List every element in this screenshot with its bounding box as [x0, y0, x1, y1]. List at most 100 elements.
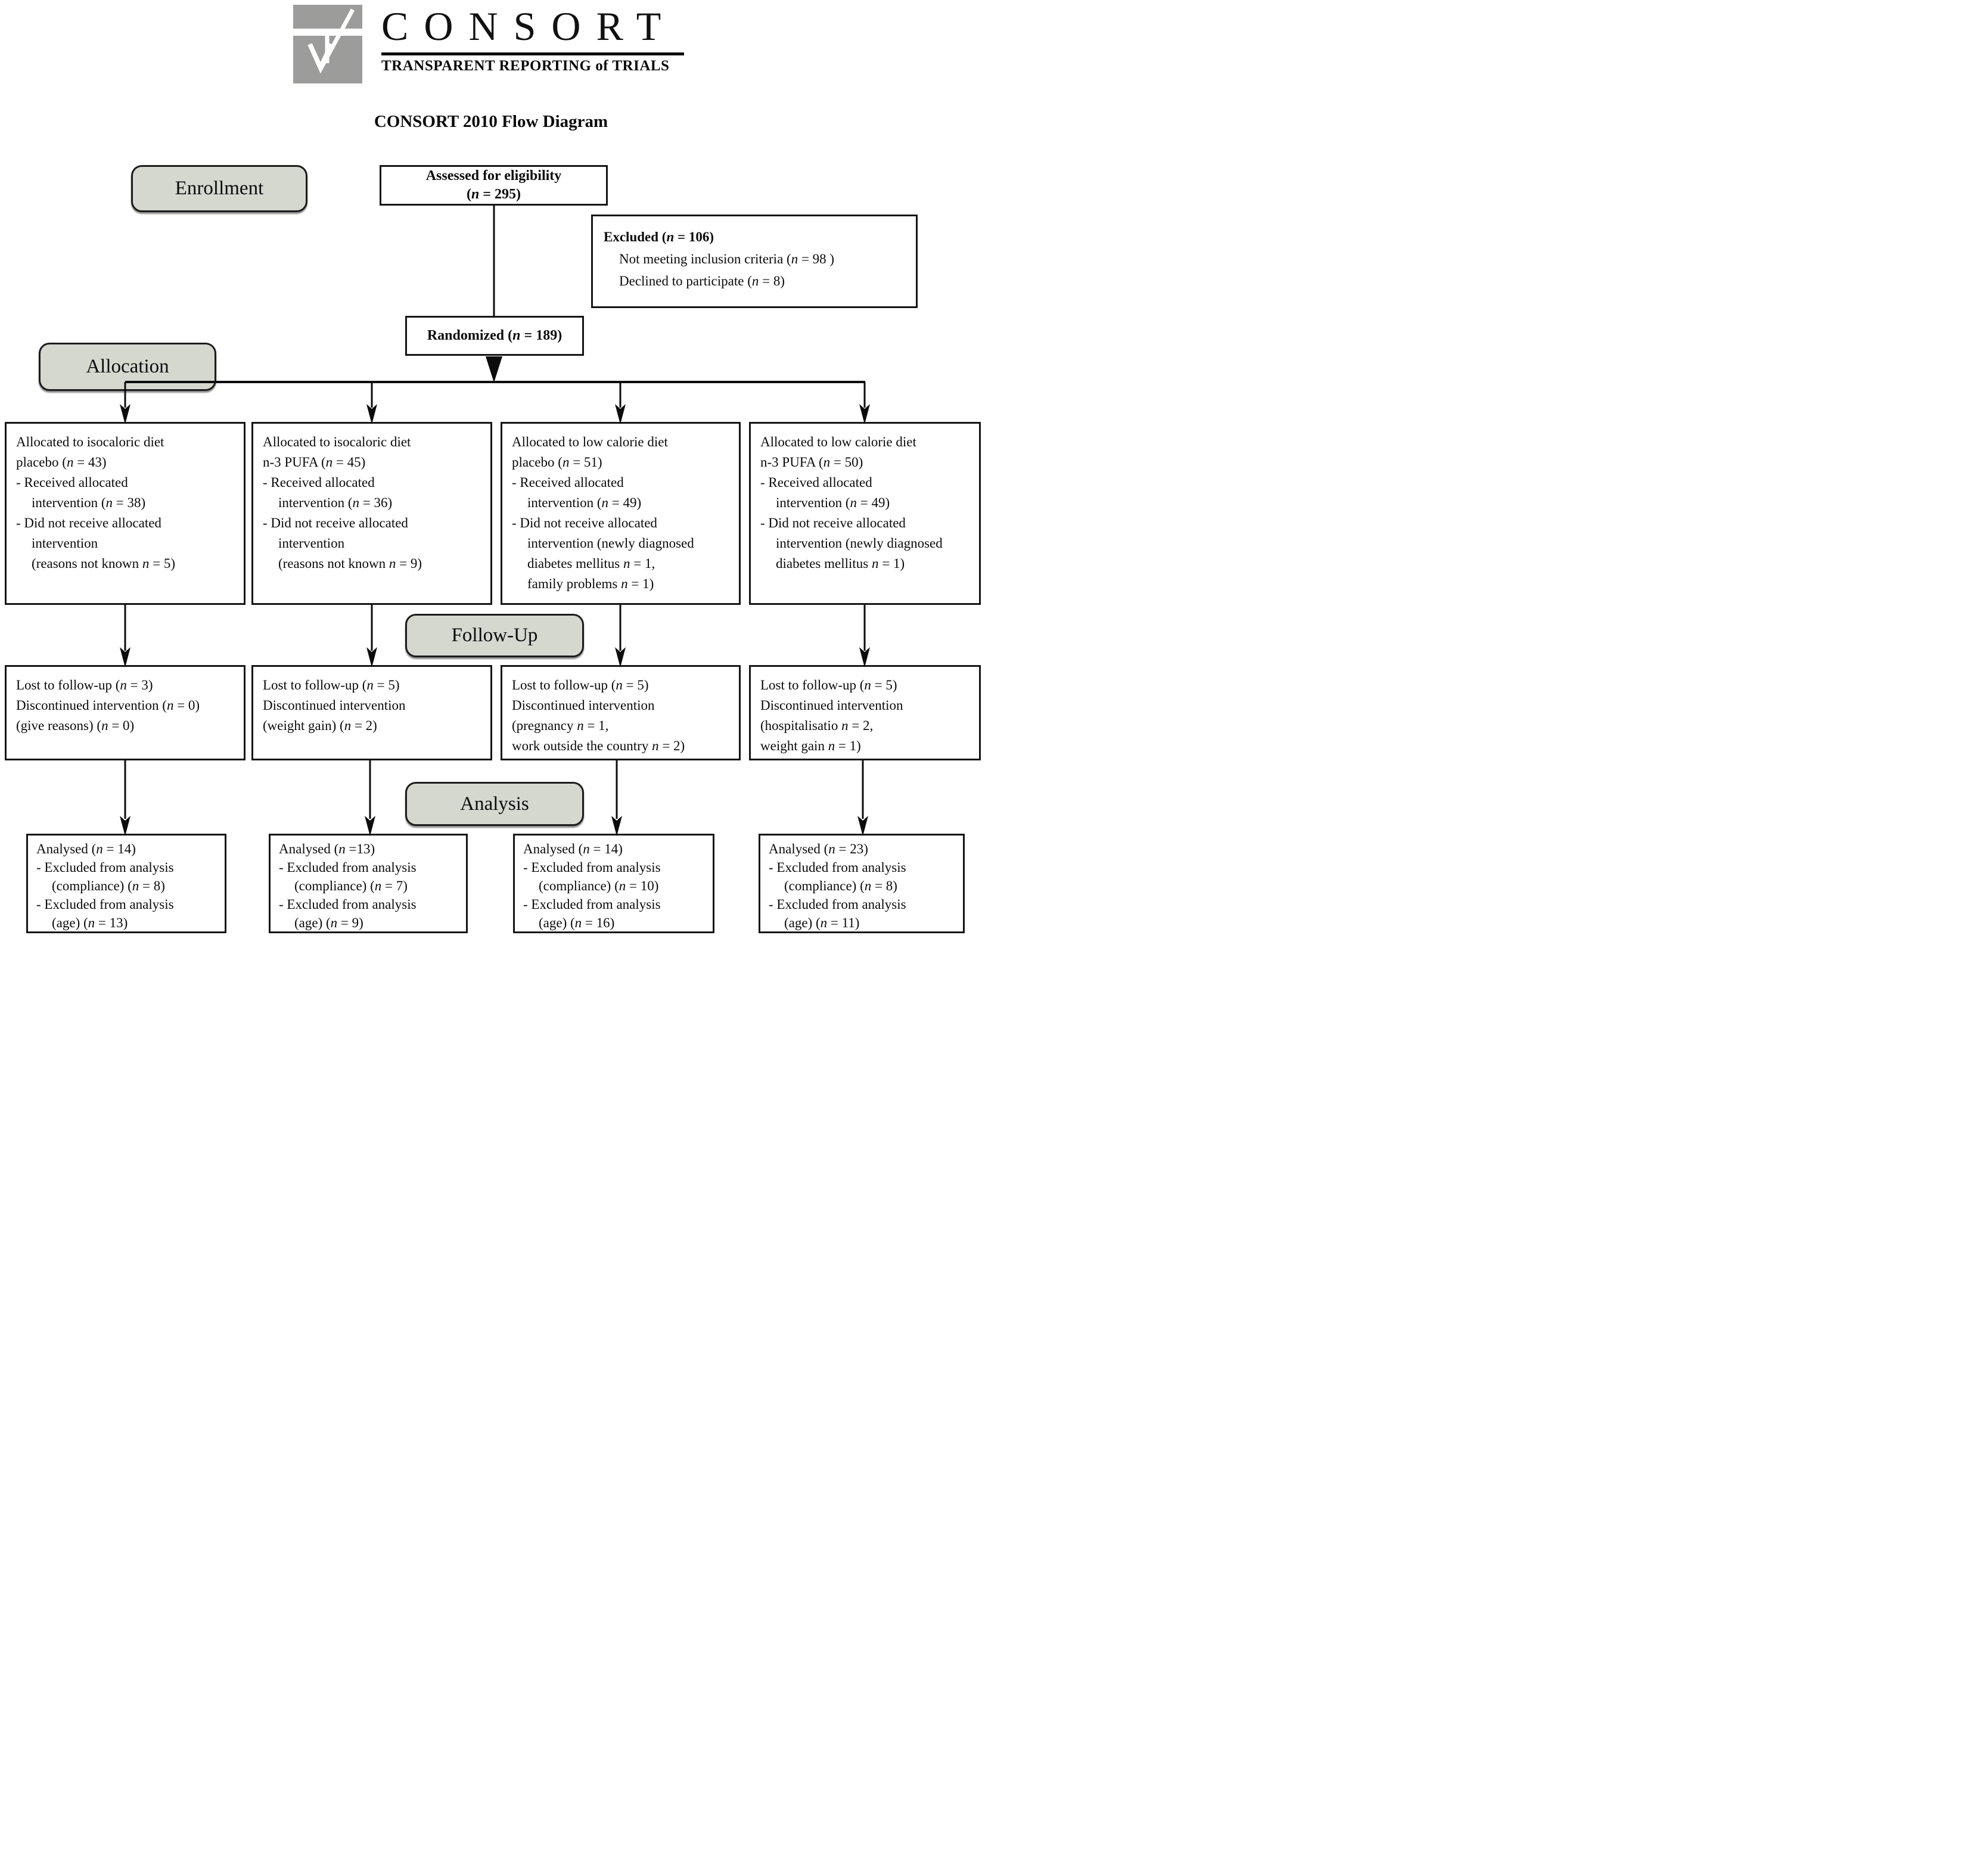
box-text-line: Lost to follow-up (n = 5): [512, 678, 649, 692]
box-text-line: intervention (n = 49): [527, 495, 642, 510]
box-text-line: intervention (n = 36): [278, 495, 393, 510]
box-followup-4: Lost to follow-up (n = 5) Discontinued in…: [749, 665, 981, 760]
box-text-line: Discontinued intervention: [512, 698, 655, 713]
box-text-line: - Excluded from analysis: [36, 860, 174, 875]
arrow-down-icon: [611, 816, 622, 836]
box-text-line: (age) (n = 16): [539, 915, 615, 930]
box-allocation-lowcal-pufa: Allocated to low calorie diet n-3 PUFA (n…: [749, 422, 981, 605]
box-text-line: Discontinued intervention: [760, 698, 903, 713]
assessed-line2: (n = 295): [466, 187, 521, 202]
consort-flow-diagram: CONSORT TRANSPARENT REPORTING of TRIALS …: [0, 0, 982, 938]
box-text-line: - Did not receive allocated: [512, 515, 657, 530]
box-followup-3: Lost to follow-up (n = 5) Discontinued in…: [501, 665, 741, 760]
box-text-line: - Received allocated: [263, 475, 375, 490]
box-text-line: - Excluded from analysis: [279, 897, 417, 912]
excluded-items: Not meeting inclusion criteria (n = 98 )…: [604, 248, 908, 292]
box-analysis-1: Analysed (n = 14) - Excluded from analysi…: [26, 834, 226, 933]
box-text-line: (pregnancy n = 1,: [512, 718, 609, 733]
box-text-line: n-3 PUFA (n = 50): [760, 455, 863, 470]
box-text-line: - Excluded from analysis: [769, 860, 906, 875]
box-text-line: Allocated to low calorie diet: [760, 434, 916, 449]
branch-line: [125, 381, 865, 383]
arrow-down-icon: [365, 816, 375, 836]
arrow-down-icon: [120, 816, 130, 836]
box-text-line: (compliance) (n = 8): [52, 878, 165, 893]
box-text-line: (age) (n = 9): [294, 915, 363, 930]
box-excluded: Excluded (n = 106) Not meeting inclusion…: [591, 215, 918, 308]
box-text-line: work outside the country n = 2): [512, 738, 685, 753]
arrow-down-icon: [120, 404, 130, 424]
phase-label-followup: Follow-Up: [405, 614, 584, 657]
box-text-line: (reasons not known n = 5): [32, 556, 176, 571]
box-text-line: - Received allocated: [16, 475, 128, 490]
box-analysis-2: Analysed (n =13) - Excluded from analysis…: [269, 834, 468, 933]
box-text-line: Analysed (n = 14): [523, 841, 623, 856]
box-text-line: - Excluded from analysis: [769, 897, 906, 912]
box-text-line: Lost to follow-up (n = 5): [263, 678, 400, 692]
consort-wordmark: CONSORT: [381, 3, 677, 49]
box-text-line: Analysed (n =13): [279, 841, 375, 856]
arrow-down-icon: [120, 647, 130, 667]
phase-label-enrollment: Enrollment: [131, 165, 307, 212]
box-text-line: (weight gain) (n = 2): [263, 718, 377, 733]
box-analysis-4: Analysed (n = 23) - Excluded from analysi…: [759, 834, 965, 933]
consort-logo-icon: [293, 5, 362, 83]
box-text-line: Not meeting inclusion criteria (n = 98 ): [619, 251, 835, 266]
box-randomized: Randomized (n = 189): [405, 316, 584, 356]
excluded-title: Excluded (n = 106): [604, 229, 714, 244]
box-text-line: n-3 PUFA (n = 45): [263, 455, 366, 470]
box-text-line: placebo (n = 43): [16, 455, 107, 470]
box-text-line: - Excluded from analysis: [523, 860, 661, 875]
arrow-down-icon: [615, 647, 626, 667]
arrow-down-icon: [615, 404, 626, 424]
arrow-down-icon: [366, 404, 377, 424]
box-text-line: (age) (n = 13): [52, 915, 128, 930]
box-text-line: Declined to participate (n = 8): [619, 274, 785, 288]
box-text-line: (compliance) (n = 10): [539, 878, 659, 893]
box-text-line: Discontinued intervention: [263, 698, 406, 713]
box-text-line: - Did not receive allocated: [16, 515, 161, 530]
box-text-line: Allocated to low calorie diet: [512, 434, 668, 449]
box-text-line: Analysed (n = 23): [769, 841, 868, 856]
box-text-line: (hospitalisatio n = 2,: [760, 718, 874, 733]
box-allocation-lowcal-placebo: Allocated to low calorie diet placebo (n …: [501, 422, 741, 605]
box-text-line: - Did not receive allocated: [263, 515, 408, 530]
box-followup-1: Lost to follow-up (n = 3)Discontinued in…: [5, 665, 246, 760]
box-text-line: Allocated to isocaloric diet: [16, 434, 164, 449]
box-assessed-for-eligibility: Assessed for eligibility (n = 295): [380, 165, 608, 206]
box-text-line: - Received allocated: [512, 475, 624, 490]
box-text-line: - Excluded from analysis: [523, 897, 661, 912]
diagram-title: CONSORT 2010 Flow Diagram: [374, 112, 608, 131]
box-analysis-3: Analysed (n = 14) - Excluded from analysi…: [513, 834, 714, 933]
box-text-line: intervention: [278, 536, 345, 551]
box-text-line: Lost to follow-up (n = 5): [760, 678, 897, 692]
box-text-line: Lost to follow-up (n = 3): [16, 678, 153, 692]
box-text-line: diabetes mellitus n = 1,: [527, 556, 655, 571]
box-allocation-isocaloric-placebo: Allocated to isocaloric diet placebo (n =…: [5, 422, 246, 605]
box-followup-2: Lost to follow-up (n = 5) Discontinued in…: [251, 665, 492, 760]
box-text-line: - Did not receive allocated: [760, 515, 906, 530]
arrow-down-icon: [859, 647, 870, 667]
box-text-line: (compliance) (n = 7): [294, 878, 408, 893]
box-text-line: Analysed (n = 14): [36, 841, 136, 856]
box-text-line: family problems n = 1): [527, 576, 654, 591]
arrow-down-icon: [857, 816, 868, 836]
box-text-line: - Excluded from analysis: [36, 897, 174, 912]
box-text-line: diabetes mellitus n = 1): [776, 556, 905, 571]
phase-label-analysis: Analysis: [405, 782, 584, 826]
box-text-line: (give reasons) (n = 0): [16, 718, 135, 733]
arrow-down-icon: [366, 647, 377, 667]
box-text-line: intervention (newly diagnosed: [527, 536, 694, 551]
box-text-line: Allocated to isocaloric diet: [263, 434, 411, 449]
box-text-line: (reasons not known n = 9): [278, 556, 422, 571]
box-text-line: - Excluded from analysis: [279, 860, 417, 875]
box-text-line: intervention (n = 38): [32, 495, 146, 510]
box-text-line: intervention: [32, 536, 98, 551]
logo-underline: [381, 52, 684, 55]
randomized-label: Randomized (n = 189): [427, 328, 563, 343]
box-text-line: intervention (newly diagnosed: [776, 536, 943, 551]
box-text-line: placebo (n = 51): [512, 455, 602, 470]
box-allocation-isocaloric-pufa: Allocated to isocaloric diet n-3 PUFA (n …: [251, 422, 492, 605]
box-text-line: (compliance) (n = 8): [784, 878, 897, 893]
arrow-down-icon: [486, 356, 502, 383]
